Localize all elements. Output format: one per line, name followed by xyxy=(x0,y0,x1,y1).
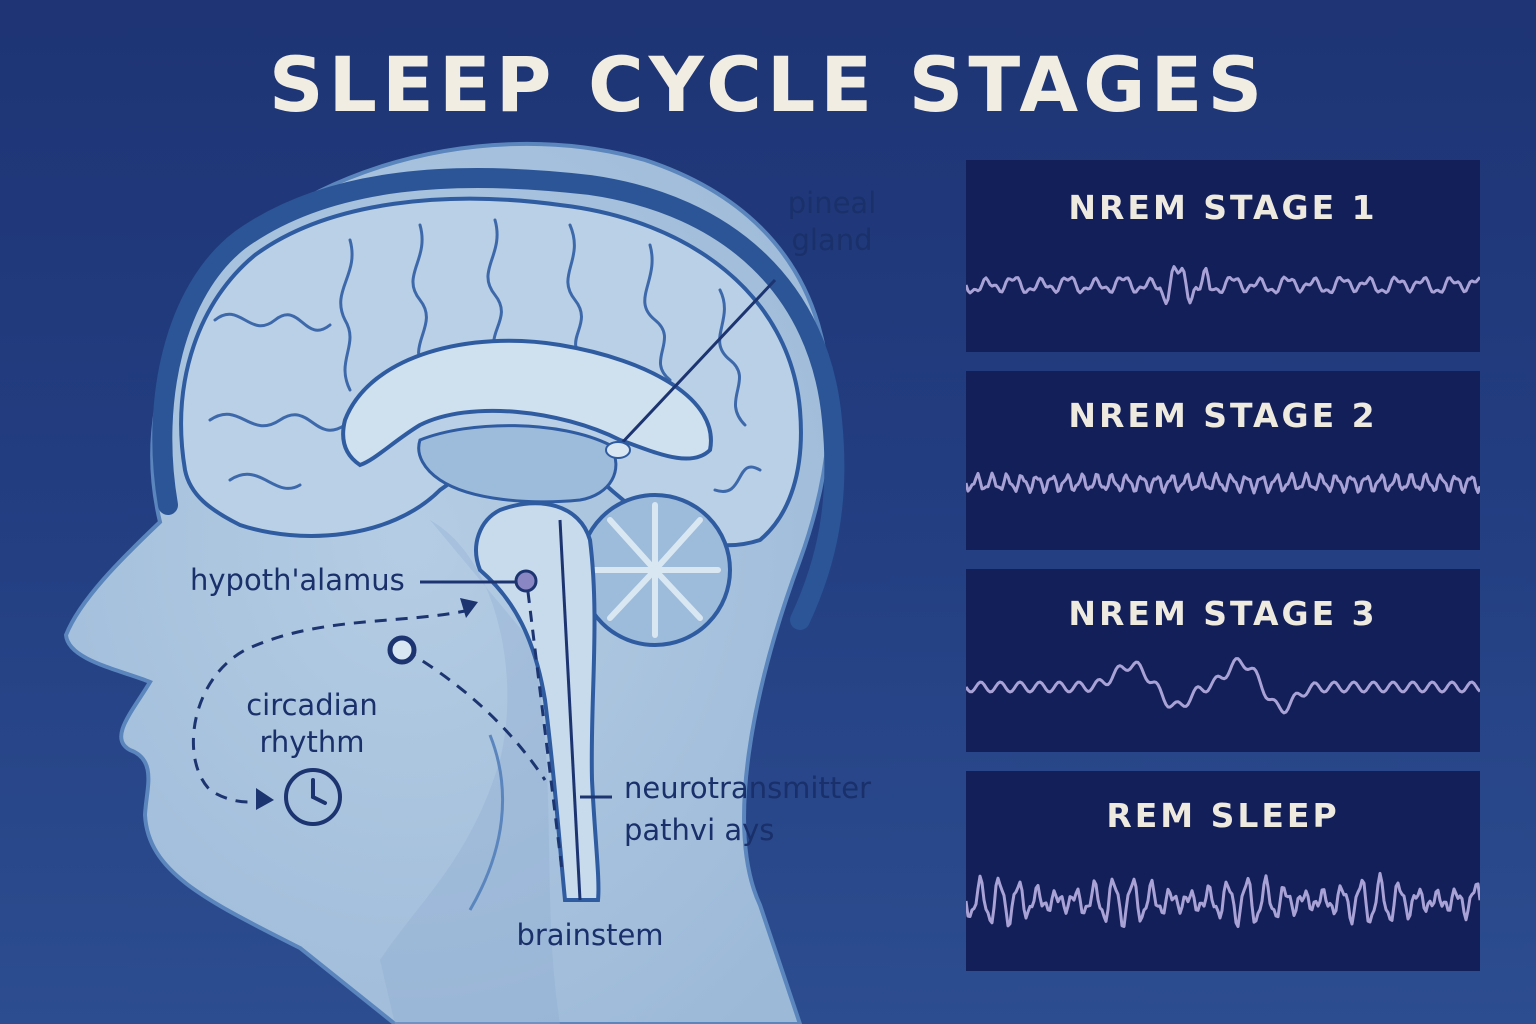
hypothalamus-marker xyxy=(514,569,538,593)
circadian-loop xyxy=(191,608,471,804)
label-brainstem: brainstem xyxy=(516,918,663,952)
cerebellum-folds xyxy=(589,502,721,638)
skull xyxy=(152,167,845,630)
stage-title: NREM STAGE 1 xyxy=(1068,188,1378,227)
eeg-wave xyxy=(966,471,1480,495)
label-circadian-line2: rhythm xyxy=(260,725,365,759)
label-neuro-line2: pathvi ays xyxy=(624,813,774,847)
stage-title: NREM STAGE 3 xyxy=(1068,594,1378,633)
label-pineal-line1: pineal xyxy=(788,186,877,220)
thalamus xyxy=(417,424,618,504)
stage-title: REM SLEEP xyxy=(1106,796,1340,835)
page-title: SLEEP CYCLE STAGES xyxy=(268,40,1268,129)
jaw-line xyxy=(468,734,505,911)
hypothalamus-dashed-path xyxy=(526,591,564,871)
clock-icon xyxy=(284,768,342,826)
label-hypothalamus: hypoth'alamus xyxy=(190,563,405,597)
eeg-wave xyxy=(966,657,1480,715)
pineal-gland-marker xyxy=(605,441,631,459)
stage-panel-rem: REM SLEEP xyxy=(966,771,1480,971)
label-circadian-line1: circadian xyxy=(246,688,378,722)
arrow-head-lower xyxy=(256,788,274,810)
eeg-wave xyxy=(966,265,1480,306)
brainstem-line xyxy=(558,519,582,901)
circadian-node xyxy=(387,635,417,665)
jaw-shading xyxy=(380,520,560,1024)
eeg-wave xyxy=(966,871,1480,928)
stage-panel-nrem-2: NREM STAGE 2 xyxy=(966,371,1480,550)
cortex-folds xyxy=(208,218,762,493)
corpus-callosum xyxy=(341,338,713,468)
label-pineal-line2: gland xyxy=(791,223,872,257)
label-neuro-line1: neurotransmitter xyxy=(624,771,871,805)
stage-panel-nrem-3: NREM STAGE 3 xyxy=(966,569,1480,752)
circadian-arrow-tail xyxy=(404,648,547,781)
pineal-gland-leader xyxy=(618,278,777,447)
stage-panel-nrem-1: NREM STAGE 1 xyxy=(966,160,1480,352)
stage-title: NREM STAGE 2 xyxy=(1068,396,1378,435)
arrow-head-upper xyxy=(460,598,478,618)
brainstem-shape xyxy=(474,501,601,902)
